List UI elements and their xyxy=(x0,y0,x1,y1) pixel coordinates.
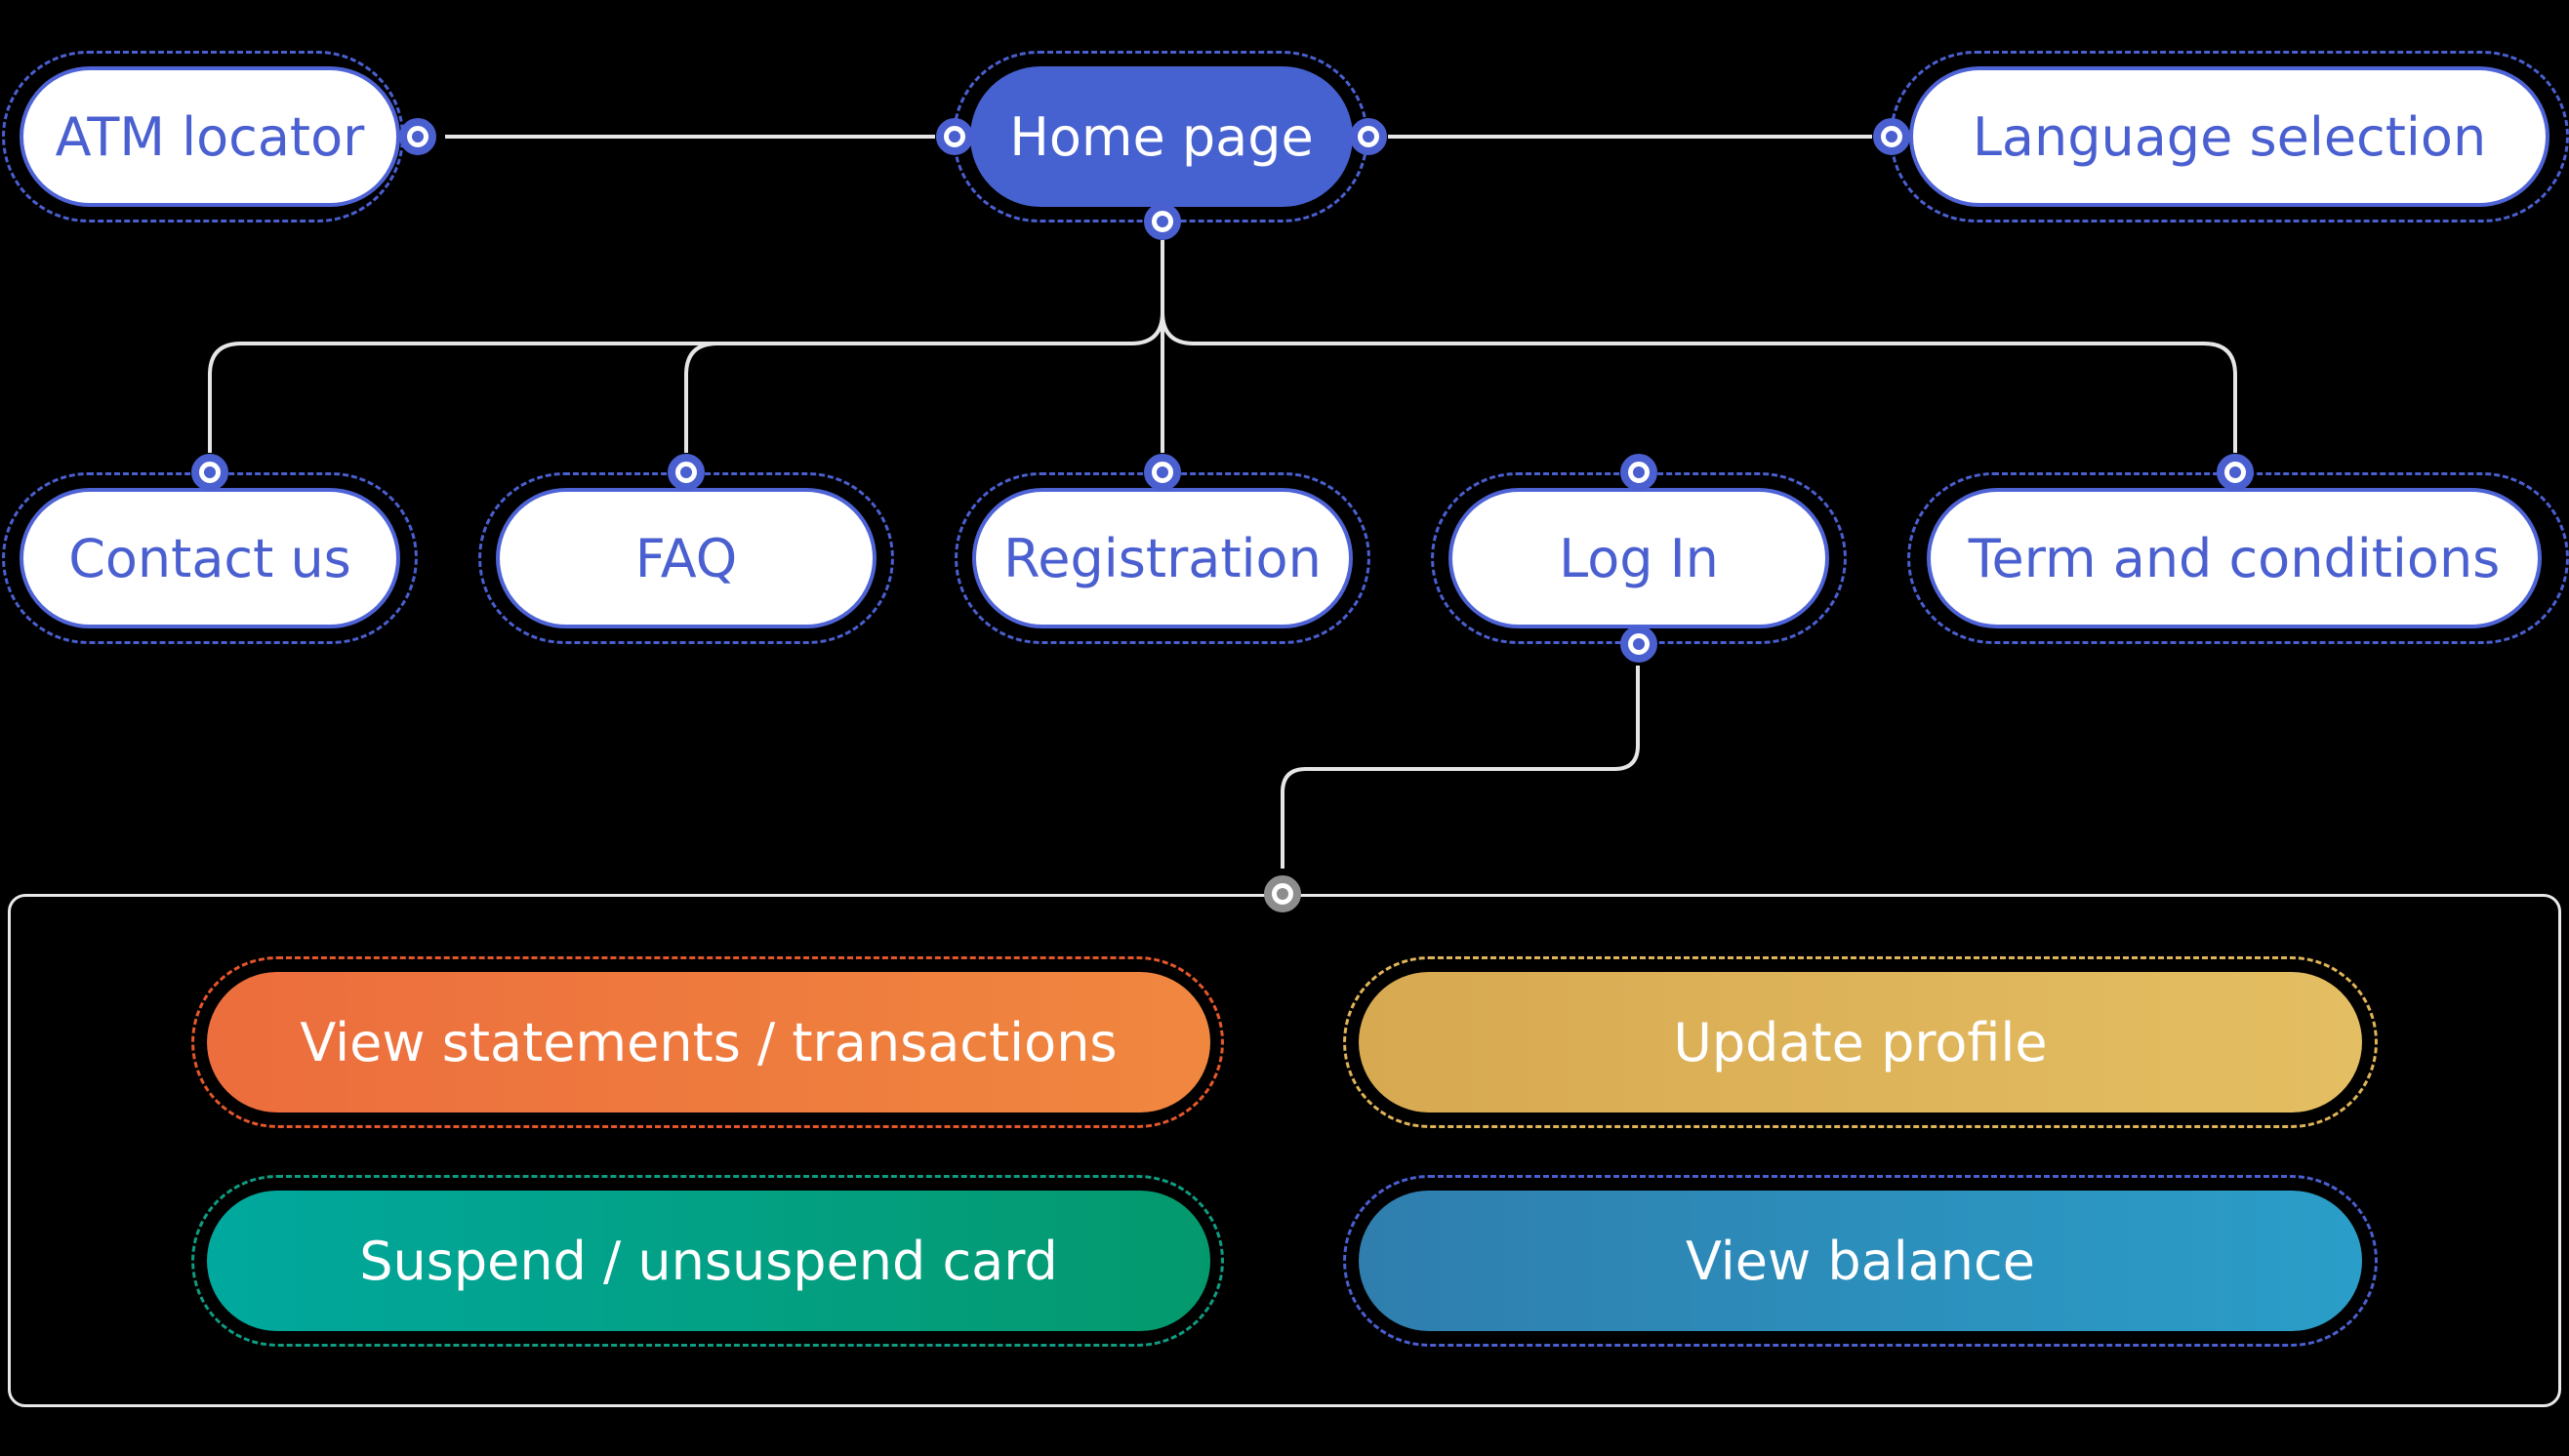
log-in-bottom-handle[interactable] xyxy=(1620,626,1657,663)
update-profile-ring xyxy=(1343,956,2378,1128)
language-selection-left-handle[interactable] xyxy=(1873,118,1910,155)
statements-node[interactable]: View statements / transactions xyxy=(207,972,1210,1112)
suspend-card-node[interactable]: Suspend / unsuspend card xyxy=(207,1191,1210,1331)
view-balance-ring xyxy=(1343,1175,2378,1347)
home-page-left-handle[interactable] xyxy=(936,118,973,155)
atm-locator-right-handle[interactable] xyxy=(399,118,436,155)
registration-top-handle[interactable] xyxy=(1144,454,1181,491)
suspend-card-ring xyxy=(191,1175,1224,1347)
terms-node[interactable]: Term and conditions xyxy=(1927,488,2542,628)
terms-label: Term and conditions xyxy=(1968,527,2501,589)
update-profile-label: Update profile xyxy=(1673,1011,2048,1073)
registration-node[interactable]: Registration xyxy=(972,488,1353,628)
home-page-right-handle[interactable] xyxy=(1350,118,1387,155)
view-balance-label: View balance xyxy=(1686,1230,2035,1292)
log-in-node[interactable]: Log In xyxy=(1448,488,1829,628)
home-page-node[interactable]: Home page xyxy=(970,66,1353,207)
language-selection-label: Language selection xyxy=(1972,105,2487,168)
contact-us-label: Contact us xyxy=(68,527,351,589)
update-profile-node[interactable]: Update profile xyxy=(1359,972,2362,1112)
home-page-label: Home page xyxy=(1009,105,1314,168)
terms-top-handle[interactable] xyxy=(2217,454,2254,491)
registration-label: Registration xyxy=(1003,527,1322,589)
contact-us-top-handle[interactable] xyxy=(191,454,228,491)
log-in-label: Log In xyxy=(1559,527,1719,589)
faq-label: FAQ xyxy=(634,527,738,589)
suspend-card-label: Suspend / unsuspend card xyxy=(359,1230,1058,1292)
atm-locator-node[interactable]: ATM locator xyxy=(20,66,400,207)
faq-top-handle[interactable] xyxy=(668,454,705,491)
statements-label: View statements / transactions xyxy=(300,1011,1118,1073)
contact-us-node[interactable]: Contact us xyxy=(20,488,400,628)
statements-ring xyxy=(191,956,1224,1128)
log-in-top-handle[interactable] xyxy=(1620,454,1657,491)
atm-locator-label: ATM locator xyxy=(55,105,365,168)
logged-in-group-handle[interactable] xyxy=(1264,875,1301,912)
home-page-bottom-handle[interactable] xyxy=(1144,203,1181,240)
language-selection-node[interactable]: Language selection xyxy=(1909,66,2549,207)
view-balance-node[interactable]: View balance xyxy=(1359,1191,2362,1331)
faq-node[interactable]: FAQ xyxy=(496,488,877,628)
